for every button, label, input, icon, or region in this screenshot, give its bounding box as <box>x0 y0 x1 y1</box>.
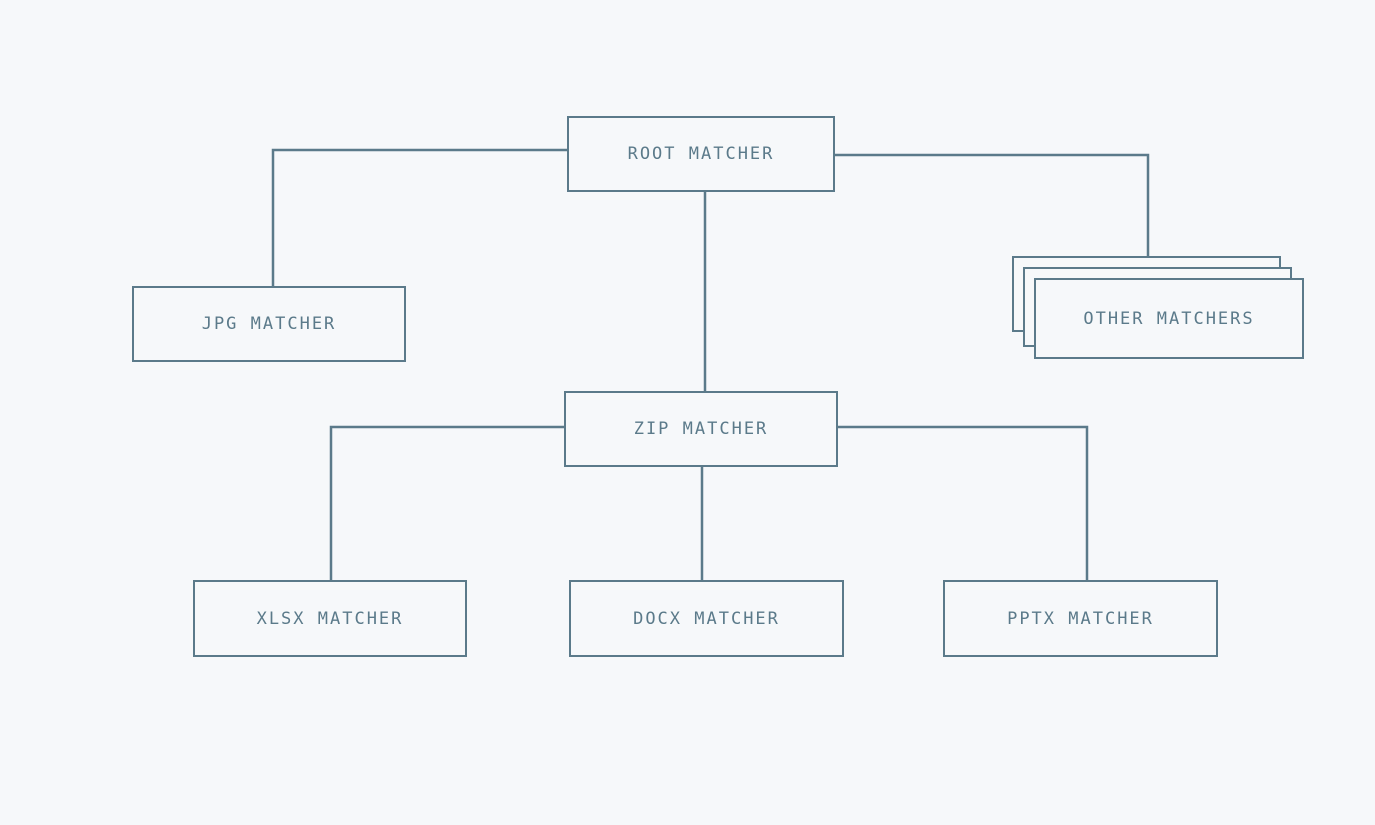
xlsx-matcher-label: XLSX MATCHER <box>256 608 404 629</box>
pptx-matcher-node: PPTX MATCHER <box>943 580 1218 657</box>
pptx-matcher-label: PPTX MATCHER <box>1007 608 1154 629</box>
zip-matcher-label: ZIP MATCHER <box>633 419 769 439</box>
zip-matcher-node: ZIP MATCHER <box>564 391 838 467</box>
xlsx-matcher-node: XLSX MATCHER <box>193 580 467 657</box>
other-matchers-label: OTHER MATCHERS <box>1083 308 1255 329</box>
docx-matcher-node: DOCX MATCHER <box>569 580 844 657</box>
jpg-matcher-label: JPG MATCHER <box>201 314 337 334</box>
connector-zip-xlsx <box>329 425 566 581</box>
root-matcher-node: ROOT MATCHER <box>567 116 835 192</box>
connector-root-jpg <box>271 148 568 288</box>
docx-matcher-label: DOCX MATCHER <box>633 608 780 629</box>
connector-root-other <box>834 153 1150 258</box>
root-matcher-label: ROOT MATCHER <box>627 144 775 164</box>
jpg-matcher-node: JPG MATCHER <box>132 286 406 362</box>
connector-zip-pptx <box>837 425 1089 581</box>
other-matchers-node: OTHER MATCHERS <box>1034 278 1304 359</box>
